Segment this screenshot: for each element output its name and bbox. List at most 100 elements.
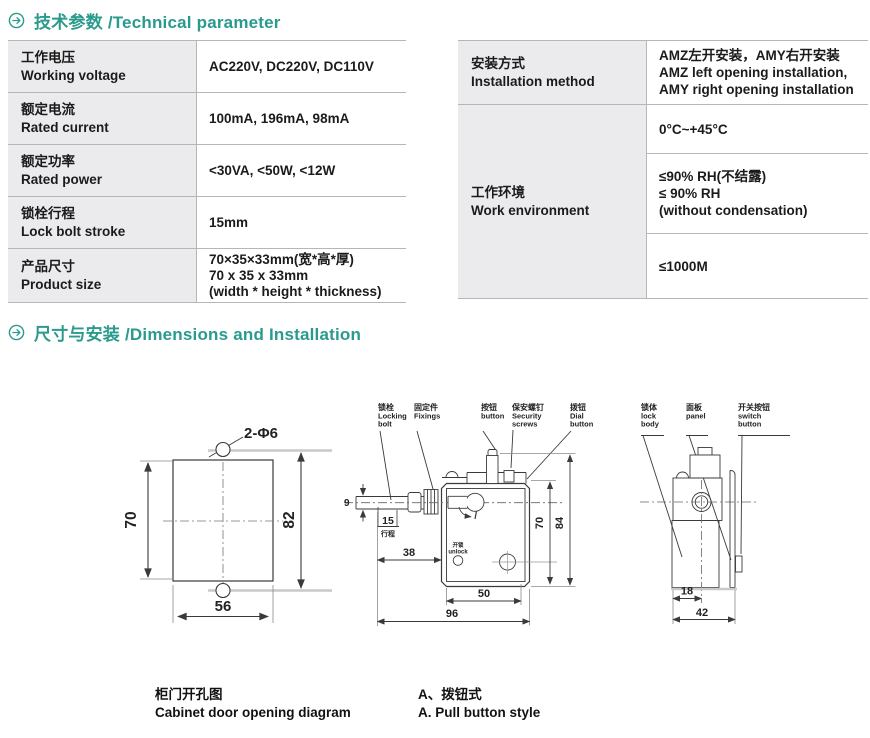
table-row: 额定功率 Rated power <30VA, <50W, <12W [8, 145, 406, 197]
row-value-line: (without condensation) [659, 203, 808, 218]
env-altitude: ≤1000M [647, 234, 868, 298]
row-label: 额定功率 Rated power [8, 145, 197, 196]
lock-body-upper [672, 477, 723, 521]
row-value-line: AMZ左开安装，AMY右开安装 [659, 48, 840, 63]
dim-96: 96 [446, 608, 458, 620]
label-security-screws-zh: 保安螺钉 [511, 402, 544, 412]
table-row: 安装方式 Installation method AMZ左开安装，AMY右开安装… [458, 41, 868, 105]
row-label-zh: 工作环境 [471, 184, 525, 200]
dim-70: 70 [534, 517, 546, 529]
top-tab [697, 447, 713, 456]
label-switch-button-en: switch [738, 412, 762, 421]
dim-15-stroke-label: 行程 [380, 529, 395, 538]
hole-spec-label: 2-Φ6 [244, 425, 278, 442]
row-value: 15mm [197, 197, 406, 248]
label-lock-body-zh: 锁体 [641, 402, 658, 412]
env-humidity: ≤90% RH(不结露) ≤ 90% RH (without condensat… [647, 154, 868, 234]
section-title: 技术参数/Technical parameter [34, 8, 281, 33]
circle-right-arrow-icon [8, 12, 25, 29]
leader-fixings [416, 430, 434, 490]
row-label-zh: 安装方式 [471, 55, 525, 71]
circle-right-arrow-icon [8, 324, 25, 341]
row-value-line: ≤90% RH(不结露) [659, 169, 767, 184]
section-title-en: /Dimensions and Installation [125, 325, 362, 344]
row-label: 安装方式 Installation method [458, 41, 647, 104]
dome-bump [676, 471, 689, 479]
panel-outer [440, 482, 531, 588]
label-locking-bolt-en: Locking [378, 412, 407, 421]
table-row: 额定电流 Rated current 100mA, 196mA, 98mA [8, 93, 406, 145]
row-label: 工作环境 Work environment [458, 105, 647, 298]
label-security-screws-en: Security [512, 412, 542, 421]
switch-button [735, 555, 743, 573]
section-header-dimensions: 尺寸与安装/Dimensions and Installation [8, 320, 361, 345]
lock-body-lower [671, 520, 720, 588]
top-hole [215, 441, 231, 458]
dial-keyhole [465, 492, 485, 512]
row-value-line: 70 x 35 x 33mm [209, 267, 309, 283]
caption-cabinet-diagram: 柜门开孔图 Cabinet door opening diagram [155, 686, 351, 721]
environment-values: 0°C~+45°C ≤90% RH(不结露) ≤ 90% RH (without… [647, 105, 868, 298]
row-label: 锁栓行程 Lock bolt stroke [8, 197, 197, 248]
label-dial-button-en: Dial [570, 412, 584, 421]
label-security-screws-en: screws [512, 420, 537, 429]
row-label-zh: 产品尺寸 [21, 258, 75, 274]
dim-42: 42 [696, 607, 708, 619]
row-label-en: Product size [21, 276, 102, 292]
row-value-line: AMY right opening installation [659, 82, 854, 97]
row-label: 工作电压 Working voltage [8, 41, 197, 92]
label-button-zh: 按钮 [481, 402, 497, 412]
row-label-en: Installation method [471, 73, 595, 89]
row-value-line: 70×35×33mm(宽*高*厚) [209, 251, 354, 267]
panel-inner [446, 488, 526, 582]
unlock-label-en: unlock [448, 550, 468, 556]
row-value-line: ≤1000M [659, 258, 708, 274]
dim-82: 82 [281, 511, 298, 528]
dim-15: 15 [382, 515, 394, 527]
section-title-zh: 技术参数 [34, 13, 103, 32]
bottom-hole [215, 582, 231, 599]
label-lock-body-en: lock [641, 412, 657, 421]
row-label-zh: 工作电压 [21, 49, 75, 65]
cabinet-opening-diagram: 2-Φ6 70 82 56 [125, 425, 332, 623]
section-title-en: /Technical parameter [107, 13, 281, 32]
caption-en: Cabinet door opening diagram [155, 704, 351, 720]
caption-zh: 柜门开孔图 [155, 687, 223, 702]
dim-18: 18 [681, 586, 693, 598]
security-screw-head [503, 470, 515, 483]
unlock-hole [452, 555, 464, 566]
label-switch-button-zh: 开关按钮 [738, 402, 770, 412]
bolt-head [407, 492, 422, 513]
row-value-line: 0°C~+45°C [659, 121, 728, 137]
caption-zh: A、拨钮式 [418, 687, 482, 702]
panel-plate-outer [730, 470, 736, 588]
leader-security-screw [510, 429, 514, 469]
table-row-environment: 工作环境 Work environment 0°C~+45°C ≤90% RH(… [458, 105, 868, 298]
row-value: 100mA, 196mA, 98mA [197, 93, 406, 144]
row-label-en: Working voltage [21, 67, 126, 83]
row-label-en: Work environment [471, 202, 590, 218]
row-value-line: ≤ 90% RH [659, 186, 721, 201]
section-header-technical: 技术参数/Technical parameter [8, 8, 281, 33]
table-row: 锁栓行程 Lock bolt stroke 15mm [8, 197, 406, 249]
row-label: 产品尺寸 Product size [8, 249, 197, 302]
table-row: 工作电压 Working voltage AC220V, DC220V, DC1… [8, 41, 406, 93]
row-value-line: 15mm [209, 215, 249, 230]
dim-70: 70 [125, 511, 140, 528]
row-value-line: AC220V, DC220V, DC110V [209, 59, 374, 74]
leader-dial-button [526, 430, 572, 480]
row-label-en: Rated power [21, 171, 103, 187]
button-post [486, 455, 499, 484]
label-dial-button-zh: 拨钮 [570, 402, 586, 412]
row-value: 70×35×33mm(宽*高*厚) 70 x 35 x 33mm (width … [197, 249, 406, 302]
section-title: 尺寸与安装/Dimensions and Installation [34, 320, 361, 345]
row-label-en: Rated current [21, 119, 109, 135]
label-button-en: button [481, 412, 505, 421]
dim-38: 38 [403, 547, 415, 559]
table-row: 产品尺寸 Product size 70×35×33mm(宽*高*厚) 70 x… [8, 249, 406, 302]
label-switch-button-en: button [738, 420, 762, 429]
dim-9: 9 [344, 498, 350, 509]
env-temperature: 0°C~+45°C [647, 105, 868, 154]
row-value-line: (width * height * thickness) [209, 283, 382, 299]
